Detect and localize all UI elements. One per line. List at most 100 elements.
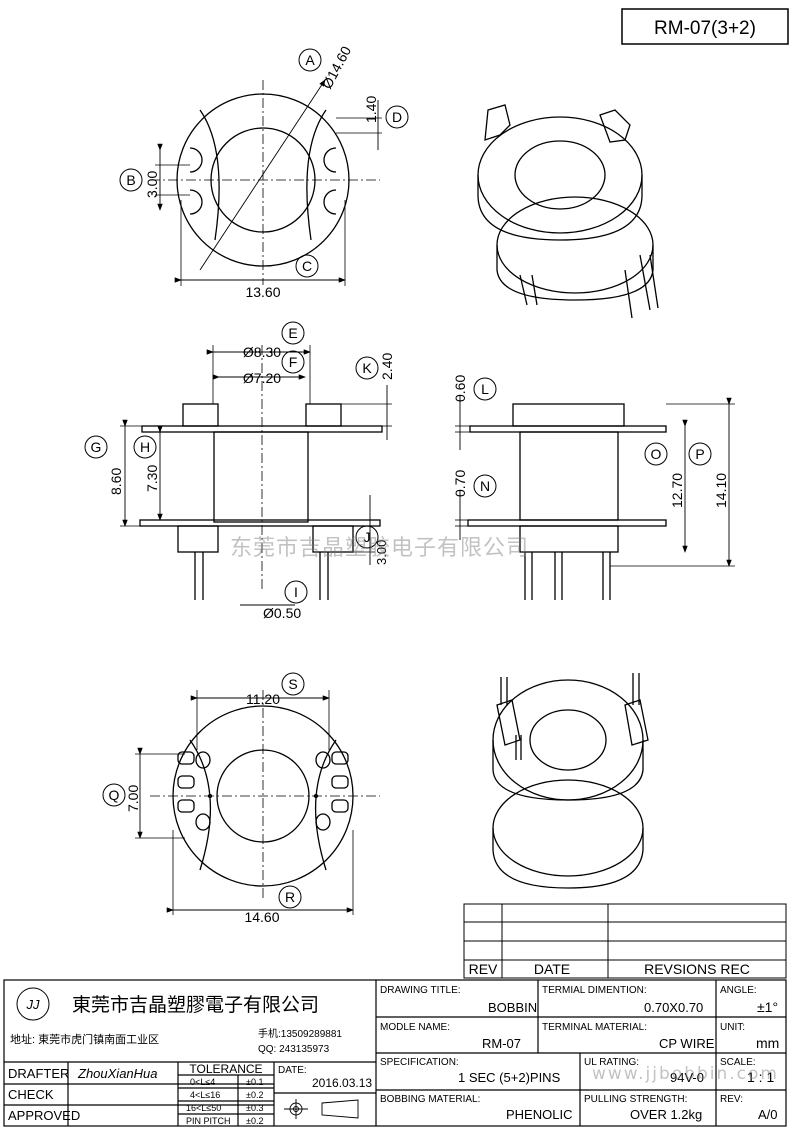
iso-view-bottom (492, 673, 649, 889)
dim-e: Ø8.30 (243, 344, 281, 360)
label-n: N (480, 478, 490, 494)
dim-f: Ø7.20 (243, 370, 281, 386)
terminal-material-value: CP WIRE (659, 1036, 715, 1051)
spec-value: 1 SEC (5+2)PINS (458, 1070, 561, 1085)
dim-s: 11.20 (246, 691, 280, 707)
label-f: F (289, 354, 298, 370)
label-e: E (288, 325, 297, 341)
company-phone: 手机:13509289881 (258, 1027, 342, 1040)
revisions-header: REVSIONS REC (644, 961, 750, 977)
tol1-range: 0<L≤4 (190, 1077, 215, 1087)
side-view (455, 395, 735, 600)
part-title: RM-07(3+2) (654, 18, 756, 39)
bottom-view (135, 690, 380, 915)
revision-table-headers: REV DATE REVSIONS REC (469, 961, 750, 977)
label-k: K (362, 360, 372, 376)
tolerance-label: TOLERANCE (189, 1062, 262, 1076)
front-view (120, 345, 392, 606)
top-view (150, 79, 382, 286)
revision-table (463, 903, 787, 979)
scale-value: 1 : 1 (747, 1069, 774, 1085)
dim-i: Ø0.50 (263, 605, 301, 621)
label-g: G (91, 439, 102, 455)
drafter-value: ZhouXianHua (77, 1066, 158, 1081)
label-a: A (305, 52, 315, 68)
pulling-label: PULLING STRENGTH: (584, 1094, 687, 1105)
dim-c: 13.60 (245, 284, 280, 300)
tol4-range: PIN PITCH (186, 1116, 231, 1126)
dim-r: 14.60 (244, 909, 279, 925)
company-qq: QQ: 243135973 (258, 1044, 330, 1055)
angle-label: ANGLE: (720, 985, 757, 996)
drawing-title-value: BOBBIN (488, 1000, 537, 1015)
rev-label: REV: (720, 1094, 743, 1105)
company-name: 東莞市吉晶塑膠電子有限公司 (72, 994, 319, 1016)
company-address: 地址: 東莞市虎门镇南面工业区 (10, 1032, 159, 1046)
label-l: L (481, 381, 489, 397)
watermark-url: www.jjbobbin.com (592, 1064, 779, 1084)
dim-o: 12.70 (669, 473, 685, 508)
label-q: Q (109, 787, 120, 803)
top-view-labels: A Ø14.60 B 3.00 C 13.60 D 1.40 (119, 43, 409, 300)
iso-view-top (477, 104, 659, 319)
dim-j: 3.00 (374, 540, 389, 565)
terminal-material-label: TERMINAL MATERIAL: (542, 1022, 647, 1033)
dim-a: Ø14.60 (319, 43, 355, 91)
tol3-range: 16<L≤50 (186, 1103, 221, 1113)
module-name-value: RM-07 (482, 1036, 521, 1051)
title-block-text: JJ 東莞市吉晶塑膠電子有限公司 地址: 東莞市虎门镇南面工业区 手机:1350… (8, 985, 779, 1126)
tol2-val: ±0.2 (246, 1090, 263, 1100)
dim-h: 7.30 (144, 465, 160, 492)
scale-label: SCALE: (720, 1057, 756, 1068)
title-block (3, 979, 787, 1127)
rev-header: REV (469, 961, 498, 977)
front-view-labels: E Ø8.30 F Ø7.20 G 8.60 H 7.30 I Ø0.50 J … (84, 321, 395, 621)
bobbin-material-label: BOBBING MATERIAL: (380, 1094, 480, 1105)
ul-rating-label: UL RATING: (584, 1057, 639, 1068)
dim-g: 8.60 (108, 468, 124, 495)
dim-d: 1.40 (363, 96, 379, 123)
check-label: CHECK (8, 1087, 54, 1102)
label-h: H (140, 439, 150, 455)
terminal-dimention-value: 0.70X0.70 (644, 1000, 703, 1015)
label-b: B (126, 172, 135, 188)
watermark: 东莞市吉晶塑胶电子有限公司 (230, 536, 530, 561)
label-d: D (392, 109, 402, 125)
side-view-labels: L 0.60 N 0.70 O 12.70 P 14.10 (452, 375, 729, 508)
date-header: DATE (534, 961, 570, 977)
unit-value: mm (756, 1035, 779, 1051)
part-title-box: RM-07(3+2) (621, 8, 789, 45)
tol4-val: ±0.2 (246, 1116, 263, 1126)
ul-rating-value: 94V-0 (670, 1070, 704, 1085)
spec-label: SPECIFICATION: (380, 1057, 459, 1068)
drawing-title-label: DRAWING TITLE: (380, 985, 461, 996)
unit-label: UNIT: (720, 1022, 745, 1033)
label-i: I (294, 584, 298, 600)
title-block-symbol (284, 1099, 359, 1119)
dim-b: 3.00 (144, 171, 160, 198)
label-c: C (302, 258, 312, 274)
tol3-val: ±0.3 (246, 1103, 263, 1113)
bobbin-material-value: PHENOLIC (506, 1107, 572, 1122)
date-label: DATE: (278, 1065, 307, 1076)
label-o: O (651, 446, 662, 462)
label-s: S (288, 676, 297, 692)
module-name-label: MODLE NAME: (380, 1022, 450, 1033)
angle-value: ±1° (757, 999, 778, 1015)
dim-n: 0.70 (452, 470, 468, 497)
bottom-view-labels: S 11.20 Q 7.00 R 14.60 (102, 672, 305, 925)
dim-q: 7.00 (125, 785, 141, 812)
terminal-dimention-label: TERMIAL DIMENTION: (542, 985, 647, 996)
label-p: P (695, 446, 704, 462)
rev-value: A/0 (758, 1107, 778, 1122)
tol2-range: 4<L≤16 (190, 1090, 220, 1100)
label-j: J (364, 529, 371, 545)
company-logo: JJ (26, 997, 41, 1012)
pulling-value: OVER 1.2kg (630, 1107, 702, 1122)
date-value: 2016.03.13 (312, 1076, 372, 1090)
label-r: R (285, 889, 295, 905)
dim-l: 0.60 (452, 375, 468, 402)
tol1-val: ±0.1 (246, 1077, 263, 1087)
dim-p: 14.10 (713, 473, 729, 508)
